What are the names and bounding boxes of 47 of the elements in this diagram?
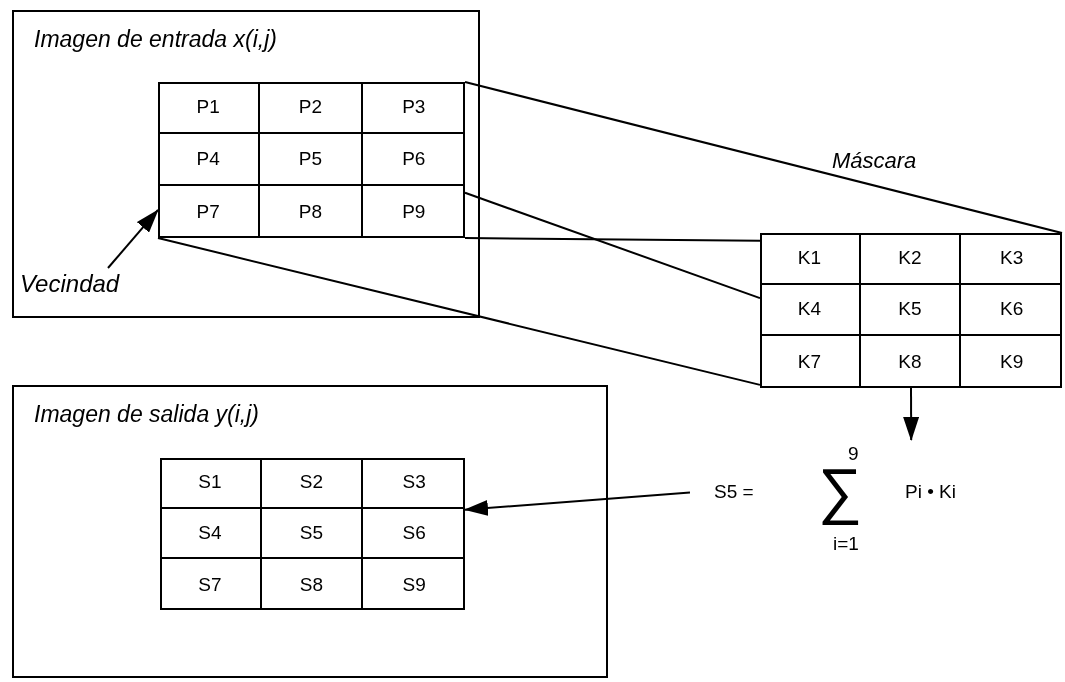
panel-title: Imagen de entrada x(i,j): [34, 26, 277, 53]
grid-cell: S3: [363, 458, 465, 509]
sum-upper-limit: 9: [848, 444, 859, 463]
grid-cell: P8: [260, 186, 363, 238]
mask-label: Máscara: [832, 148, 917, 174]
grid-cell: S2: [261, 458, 364, 509]
grid-cell: K8: [860, 336, 962, 388]
grid-cell: K1: [760, 233, 861, 285]
grid-cell: P6: [362, 134, 465, 186]
projection-line: [464, 81, 1063, 234]
grid-cell: P5: [260, 134, 363, 186]
pixel-grid: [158, 82, 465, 238]
projection-line: [157, 237, 761, 386]
grid-cell: S8: [261, 559, 364, 610]
grid-cell: K6: [961, 284, 1062, 337]
pixel-grid: [760, 233, 1062, 388]
grid-cell: K5: [860, 284, 962, 337]
grid-cell: P2: [260, 82, 363, 134]
formula-text: S5 =: [714, 482, 754, 501]
formula-text: Pi • Ki: [905, 482, 956, 501]
image-panel: [12, 10, 480, 318]
grid-cell: P3: [362, 82, 465, 134]
grid-cell: K7: [760, 336, 861, 388]
grid-cell: S9: [363, 559, 465, 610]
projection-line: [464, 191, 761, 300]
grid-cell: S7: [160, 559, 262, 610]
text-label: Vecindad: [20, 270, 120, 298]
grid-cell: S1: [160, 458, 262, 509]
grid-cell: P7: [158, 186, 261, 238]
grid-cell: K4: [760, 284, 861, 337]
grid-cell: K3: [961, 233, 1062, 285]
arrow: [464, 491, 691, 516]
projection-line: [464, 237, 761, 242]
sum-lower-limit: i=1: [833, 534, 859, 553]
grid-cell: S4: [160, 508, 262, 560]
grid-cell: K9: [961, 336, 1062, 388]
pixel-grid: [160, 458, 465, 610]
arrow: [107, 208, 159, 269]
grid-cell: S5: [261, 508, 364, 560]
grid-cell: P9: [362, 186, 465, 238]
grid-cell: P4: [158, 134, 261, 186]
arrow: [903, 387, 920, 441]
panel-title: Imagen de salida y(i,j): [34, 401, 259, 428]
image-panel: [12, 385, 608, 678]
grid-cell: K2: [860, 233, 962, 285]
grid-cell: P1: [158, 82, 261, 134]
grid-cell: S6: [363, 508, 465, 560]
